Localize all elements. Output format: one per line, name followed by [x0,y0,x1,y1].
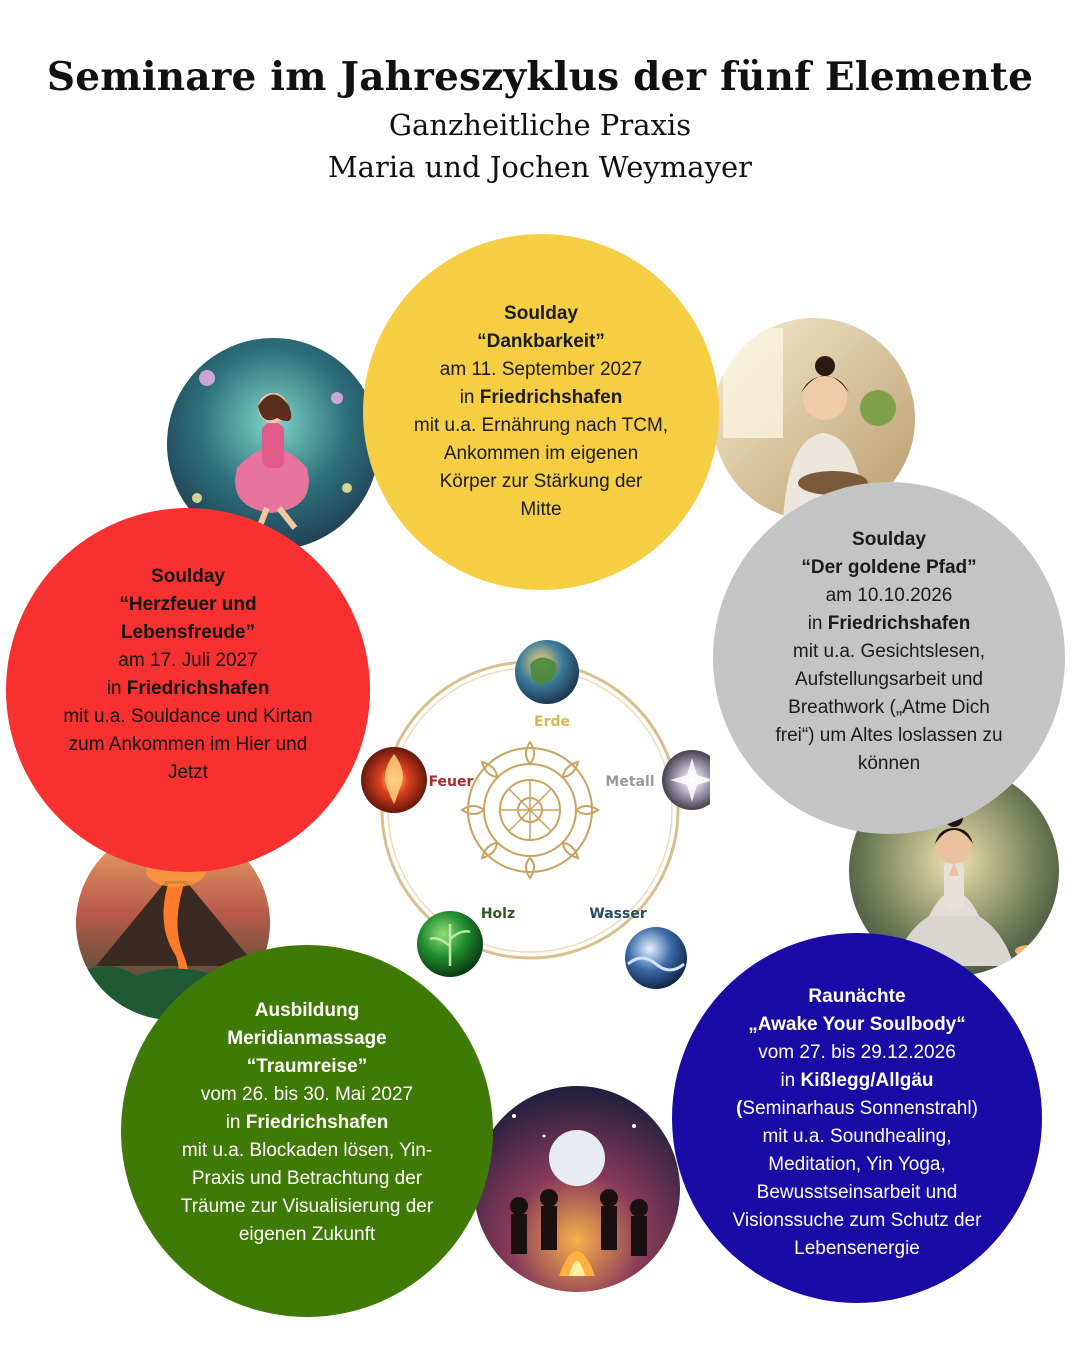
element-label-wasser: Wasser [589,906,647,922]
event-place-line: in Friedrichshafen [226,1109,389,1137]
event-venue-paren: ( [736,1098,743,1119]
event-holz-ausbildung-traumreise: Ausbildung Meridianmassage “Traumreise” … [121,945,493,1317]
event-place: Friedrichshafen [479,387,623,408]
event-desc-line: Breathwork („Atme Dich [788,697,990,718]
event-erde-soulday-dankbarkeit: Soulday “Dankbarkeit” am 11. September 2… [363,234,719,590]
event-place: Kißlegg/Allgäu [800,1070,934,1091]
event-place: Friedrichshafen [245,1112,389,1133]
element-label-erde: Erde [534,714,570,730]
event-name: “Traumreise” [246,1056,368,1077]
event-type: Soulday [852,529,926,550]
event-desc-line: können [857,753,921,774]
event-place-line: in Kißlegg/Allgäu [780,1067,933,1095]
event-desc-line: Träume zur Visualisierung der [180,1196,434,1217]
element-label-feuer: Feuer [429,774,474,790]
event-feuer-soulday-herzfeuer: Soulday “Herzfeuer und Lebensfreude” am … [6,508,370,872]
event-desc-line: zum Ankommen im Hier und [68,734,308,755]
page-title: Seminare im Jahreszyklus der fünf Elemen… [46,54,1034,100]
campfire-gathering-image [474,1086,680,1292]
event-place-prefix: in [106,678,127,699]
event-place: Friedrichshafen [126,678,270,699]
event-venue: Seminarhaus Sonnenstrahl) [742,1098,978,1119]
event-type: Soulday [504,303,578,324]
event-place-line: in Friedrichshafen [808,610,971,638]
event-date: vom 27. bis 29.12.2026 [758,1042,956,1063]
event-place-prefix: in [807,613,828,634]
event-date: am 17. Juli 2027 [118,650,258,671]
event-desc-line: eigenen Zukunft [238,1224,376,1245]
event-place: Friedrichshafen [827,613,971,634]
event-desc-line: mit u.a. Gesichtslesen, [792,641,986,662]
event-place-prefix: in [780,1070,801,1091]
event-desc-line: mit u.a. Blockaden lösen, Yin- [181,1140,433,1161]
event-desc-line: Bewusstseinsarbeit und [756,1182,958,1203]
event-desc-line: mit u.a. Soundhealing, [762,1126,952,1147]
five-elements-diagram: Erde Metall Wasser Holz Feuer [361,640,710,989]
event-desc-line: Körper zur Stärkung der [439,471,643,492]
water-wave-icon [625,927,687,989]
event-date: vom 26. bis 30. Mai 2027 [200,1084,414,1105]
event-name: “Der goldene Pfad” [801,557,977,578]
header: Seminare im Jahreszyklus der fünf Elemen… [0,50,1080,188]
event-name: “Dankbarkeit” [477,331,605,352]
event-metall-soulday-goldener-pfad: Soulday “Der goldene Pfad” am 10.10.2026… [713,482,1065,834]
event-desc-line: Ankommen im eigenen [443,443,639,464]
event-desc-line: Jetzt [167,762,209,783]
event-place-prefix: in [225,1112,246,1133]
event-venue-line: (Seminarhaus Sonnenstrahl) [736,1095,978,1123]
event-type: Raunächte [808,986,906,1007]
element-label-holz: Holz [481,906,515,922]
event-desc-line: Lebensenergie [794,1238,920,1259]
page-subtitle-names: Maria und Jochen Weymayer [327,150,752,184]
event-desc-line: Aufstellungsarbeit und [794,669,983,690]
event-place-prefix: in [459,387,480,408]
event-type-line: Meridianmassage [227,1028,387,1049]
event-name-line: “Herzfeuer und [119,594,257,615]
element-label-metall: Metall [605,774,654,790]
event-name: „Awake Your Soulbody“ [748,1014,966,1035]
event-type: Soulday [151,566,225,587]
page-subtitle-practice: Ganzheitliche Praxis [388,108,692,142]
event-type-line: Ausbildung [254,1000,360,1021]
event-place-line: in Friedrichshafen [107,675,270,703]
event-place-line: in Friedrichshafen [460,384,623,412]
event-desc-line: Mitte [520,499,562,520]
event-name-line: Lebensfreude” [120,622,256,643]
event-desc-line: Meditation, Yin Yoga, [768,1154,946,1175]
event-desc-line: mit u.a. Souldance und Kirtan [63,706,313,727]
event-desc-line: Visionssuche zum Schutz der [732,1210,982,1231]
event-date: am 11. September 2027 [439,359,643,380]
mandala-icon [460,740,600,880]
event-wasser-raunaechte: Raunächte „Awake Your Soulbody“ vom 27. … [672,933,1042,1303]
event-desc-line: mit u.a. Ernährung nach TCM, [413,415,669,436]
event-desc-line: frei“) um Altes loslassen zu [775,725,1003,746]
event-desc-line: Praxis und Betrachtung der [191,1168,423,1189]
event-date: am 10.10.2026 [825,585,953,606]
